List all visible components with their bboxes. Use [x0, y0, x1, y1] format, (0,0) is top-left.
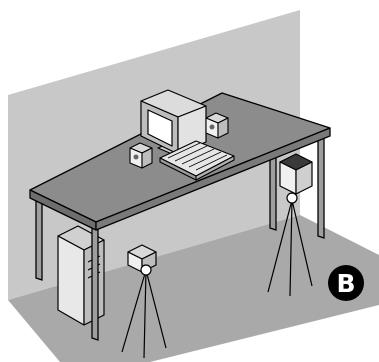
floor	[8, 215, 379, 362]
figure-label-text: B	[336, 269, 356, 298]
desk-legs	[35, 134, 325, 341]
camera-on-tripod-icon	[267, 153, 313, 297]
desktop-speaker-icon	[129, 142, 153, 169]
pc-tower-icon	[57, 225, 105, 326]
camera-on-tripod-icon	[121, 244, 167, 359]
figure-label-badge: B	[328, 265, 364, 301]
desktop-speaker-icon	[205, 112, 229, 139]
keyboard-icon	[159, 140, 235, 181]
